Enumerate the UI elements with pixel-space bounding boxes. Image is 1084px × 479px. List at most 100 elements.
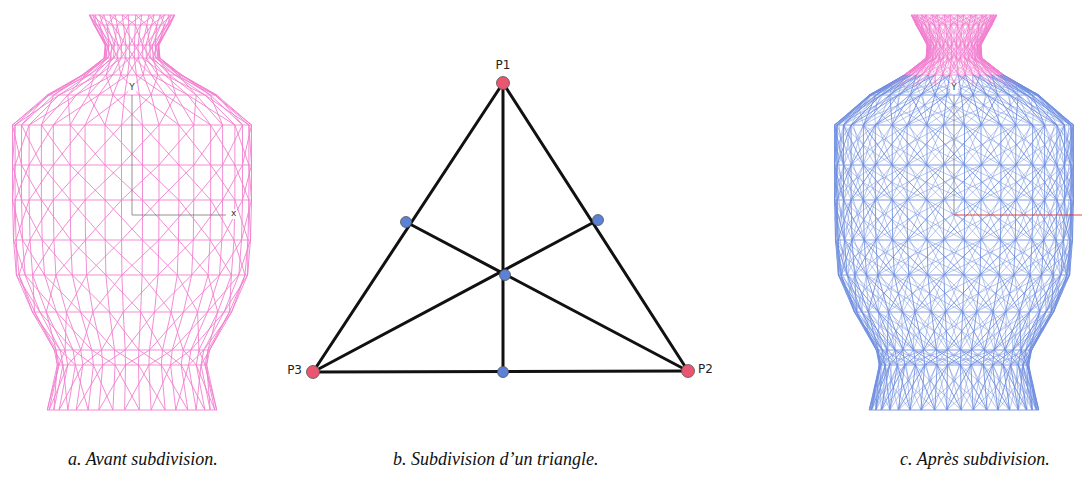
mesh-edge xyxy=(892,125,927,165)
mesh-edge xyxy=(175,75,205,95)
mesh-edge xyxy=(907,165,943,183)
mesh-edge xyxy=(105,125,106,165)
mesh-edge xyxy=(53,125,54,165)
mesh-edge xyxy=(964,52,968,59)
mesh-edge xyxy=(251,200,252,240)
mesh-edge xyxy=(16,240,19,275)
mesh-edge xyxy=(22,125,42,165)
mesh-edge xyxy=(997,75,1037,95)
mesh-edge xyxy=(107,45,111,58)
mesh-edge xyxy=(957,58,960,75)
mesh-edge xyxy=(981,125,1016,165)
mesh-edge xyxy=(1065,165,1070,200)
mesh-edge xyxy=(191,312,208,350)
mesh-edge xyxy=(49,75,83,95)
mesh-edge xyxy=(189,365,197,410)
mesh-edge xyxy=(1016,125,1030,165)
mesh-edge xyxy=(940,52,948,59)
mesh-edge xyxy=(944,95,960,125)
mesh-edge xyxy=(926,45,927,58)
mesh-edge xyxy=(211,165,235,200)
mesh-edge xyxy=(960,25,974,45)
mesh-edge xyxy=(962,220,981,240)
mesh-edge xyxy=(940,35,941,45)
mesh-edge xyxy=(110,45,112,58)
mesh-edge xyxy=(944,15,957,25)
mesh-edge xyxy=(944,125,982,165)
mesh-edge xyxy=(1030,125,1044,165)
mesh-edge xyxy=(1057,200,1063,240)
mesh-edge xyxy=(946,20,951,25)
mesh-edge xyxy=(839,125,844,165)
mesh-edge xyxy=(1009,85,1032,95)
mesh-edge xyxy=(41,200,70,240)
mesh-edge xyxy=(14,240,26,275)
mesh-edge xyxy=(122,125,160,165)
mesh-edge xyxy=(117,15,128,25)
mesh-edge xyxy=(907,125,943,145)
mesh-edge xyxy=(934,25,948,45)
mesh-edge xyxy=(944,200,981,220)
mesh-edge xyxy=(85,125,86,165)
mesh-edge xyxy=(87,275,93,312)
mesh-edge xyxy=(980,20,983,25)
mesh-edge xyxy=(1065,183,1074,201)
mesh-edge xyxy=(892,183,927,201)
mesh-edge xyxy=(892,125,909,165)
mesh-edge xyxy=(871,75,905,95)
mesh-edge xyxy=(965,200,983,240)
mesh-edge xyxy=(151,365,171,410)
mesh-edge xyxy=(877,110,893,125)
mesh-edge xyxy=(980,45,981,58)
mesh-edge xyxy=(1064,200,1074,240)
mesh-edge xyxy=(925,125,943,165)
mesh-edge xyxy=(1045,125,1057,145)
mesh-edge xyxy=(143,58,146,75)
mesh-edge xyxy=(177,240,178,275)
mesh-edge xyxy=(933,52,937,59)
mesh-edge xyxy=(927,125,965,145)
mesh-edge xyxy=(926,52,928,59)
mesh-edge xyxy=(980,45,981,58)
mesh-edge xyxy=(1065,125,1074,165)
mesh-edge xyxy=(934,20,938,25)
mesh-edge xyxy=(1016,200,1045,220)
mesh-edge xyxy=(981,45,982,58)
mesh-edge xyxy=(978,58,997,75)
mesh-edge xyxy=(997,95,999,125)
mesh-edge xyxy=(178,165,179,200)
mesh-edge xyxy=(171,350,173,365)
mesh-edge xyxy=(975,45,979,58)
mesh-edge xyxy=(86,240,87,275)
mesh-edge xyxy=(835,183,840,201)
mesh-edge xyxy=(926,45,928,58)
mesh-edge xyxy=(851,125,863,145)
mesh-edge xyxy=(981,200,998,220)
mesh-edge xyxy=(981,183,1016,201)
mesh-edge xyxy=(937,35,948,45)
mesh-edge xyxy=(1045,165,1057,183)
mesh-edge xyxy=(981,125,998,145)
mesh-edge xyxy=(960,75,965,95)
mesh-edge xyxy=(981,200,1016,220)
mesh-edge xyxy=(121,75,140,95)
mesh-edge xyxy=(962,165,981,200)
mesh-edge xyxy=(879,365,1029,366)
mesh-edge xyxy=(927,145,946,165)
mesh-edge xyxy=(47,365,57,410)
mesh-edge xyxy=(54,365,63,410)
mesh-edge xyxy=(106,58,117,75)
mesh-edge xyxy=(928,45,929,58)
mesh-edge xyxy=(142,275,171,312)
mesh-edge xyxy=(863,145,892,165)
mesh-edge xyxy=(22,165,42,200)
mesh-edge xyxy=(977,52,980,59)
mesh-edge xyxy=(117,45,119,58)
mesh-edge xyxy=(977,67,991,76)
mesh-edge xyxy=(962,145,981,165)
mesh-edge xyxy=(891,95,910,110)
mesh-edge xyxy=(218,275,232,312)
mesh-edge xyxy=(152,25,167,45)
mesh-edge xyxy=(22,200,43,240)
mesh-edge xyxy=(89,15,175,16)
